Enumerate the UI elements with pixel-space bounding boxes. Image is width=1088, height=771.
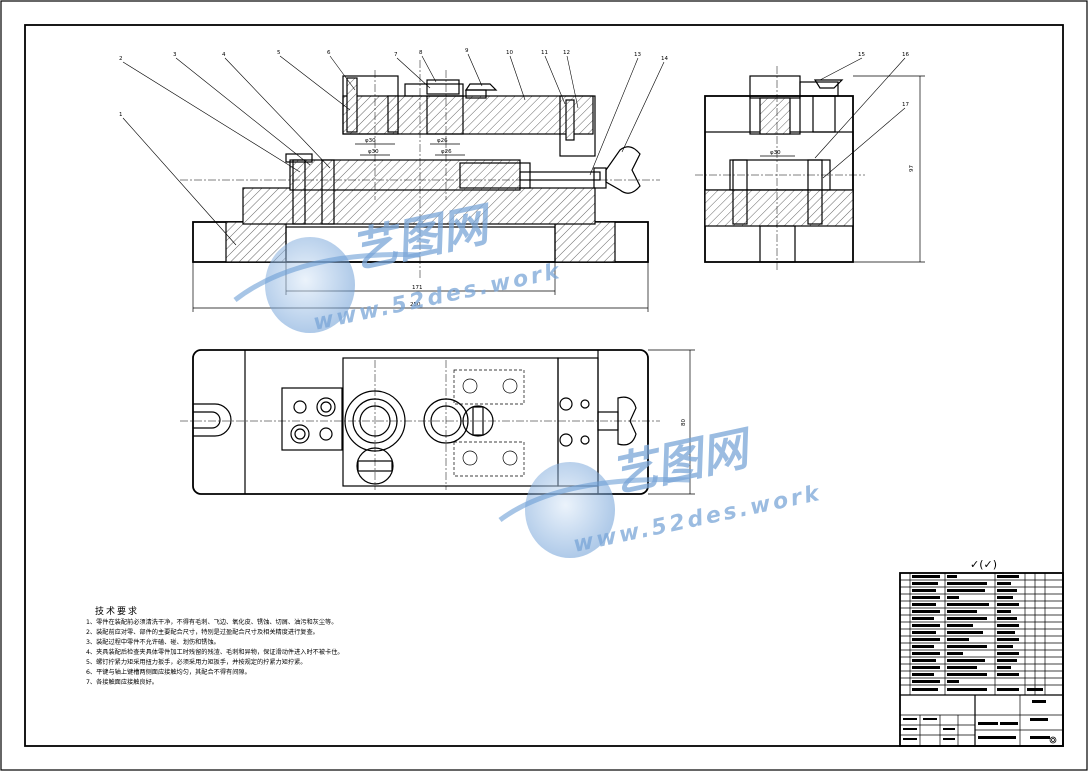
callout-14: 14 <box>661 56 668 62</box>
callout-10: 10 <box>506 50 513 56</box>
callout-8: 8 <box>419 50 423 56</box>
callout-9: 9 <box>465 48 469 54</box>
callout-2: 2 <box>119 56 123 62</box>
notes-line-4: 4、夹具装配后检查夹具体零件加工时残留的残渣、毛刺和异物，保证滑动件进入时不被卡… <box>86 648 344 656</box>
dim-side-height: 97 <box>909 165 915 172</box>
callout-13: 13 <box>634 52 641 58</box>
callout-leaders <box>122 53 906 246</box>
front-view <box>180 60 660 312</box>
watermark-2: 艺图网 www.52des.work <box>498 420 824 558</box>
callout-16: 16 <box>902 52 909 58</box>
side-view <box>695 66 925 272</box>
watermark-brand-2: 艺图网 <box>606 420 758 503</box>
callout-15: 15 <box>858 52 865 58</box>
callout-7: 7 <box>394 52 398 58</box>
callout-5: 5 <box>277 50 281 56</box>
callout-17: 17 <box>902 102 909 108</box>
notes-line-5: 5、螺钉拧紧力矩采用扭力扳手，必须采用力矩扳手，并按规定的拧紧力矩拧紧。 <box>86 658 307 666</box>
callout-1: 1 <box>119 112 123 118</box>
callout-11: 11 <box>541 50 548 56</box>
callout-12: 12 <box>563 50 570 56</box>
callout-4: 4 <box>222 52 226 58</box>
notes-line-1: 1、零件在装配前必须清洗干净，不得有毛刺、飞边、氧化皮、锈蚀、切屑、油污和灰尘等… <box>86 618 337 626</box>
dim-inner: 171 <box>412 285 423 291</box>
dim-top-width: 80 <box>681 419 687 426</box>
callout-3: 3 <box>173 52 177 58</box>
title-block <box>899 572 1064 747</box>
notes-line-3: 3、装配过程中零件不允许磕、碰、划伤和锈蚀。 <box>86 638 220 646</box>
dim-overall: 250 <box>410 302 421 308</box>
notes-line-2: 2、装配前应对零、部件的主要配合尺寸，特别是过盈配合尺寸及相关精度进行复查。 <box>86 628 319 636</box>
dim-bore-4: φ26 <box>441 149 452 155</box>
top-view <box>180 349 695 495</box>
dim-bore-2: φ26 <box>437 138 448 144</box>
notes-line-6: 6、平键与轴上键槽两侧面应接触均匀，其配合不得有间隙。 <box>86 668 251 676</box>
technical-notes: 技术要求 1、零件在装配前必须清洗干净，不得有毛刺、飞边、氧化皮、锈蚀、切屑、油… <box>86 605 344 686</box>
notes-line-7: 7、各接触面应接触良好。 <box>86 678 158 686</box>
dim-bore-1: φ30 <box>365 138 376 144</box>
inner-frame <box>24 24 1064 747</box>
dim-bore-3: φ30 <box>368 149 379 155</box>
surface-finish-symbol: ✓(✓) <box>970 558 997 571</box>
callout-6: 6 <box>327 50 331 56</box>
notes-title: 技术要求 <box>95 605 139 617</box>
dim-side-bore: φ30 <box>770 150 781 156</box>
